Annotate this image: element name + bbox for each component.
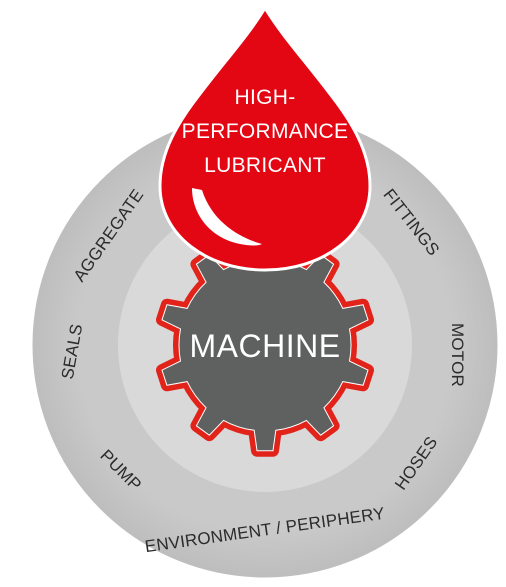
drop-label-line-3: LUBRICANT [204, 154, 326, 177]
gear-icon [156, 233, 374, 457]
drop-label-line-1: HIGH- [235, 86, 296, 109]
drop-label-line-2: PERFORMANCE [182, 120, 349, 143]
center-label: MACHINE [189, 328, 340, 364]
gear-body [161, 238, 369, 452]
ring-label-motor: MOTOR [448, 323, 467, 387]
drop-shape [158, 5, 372, 272]
lubricant-drop-icon: HIGH- PERFORMANCE LUBRICANT [158, 5, 372, 272]
drop-highlight [192, 188, 262, 246]
